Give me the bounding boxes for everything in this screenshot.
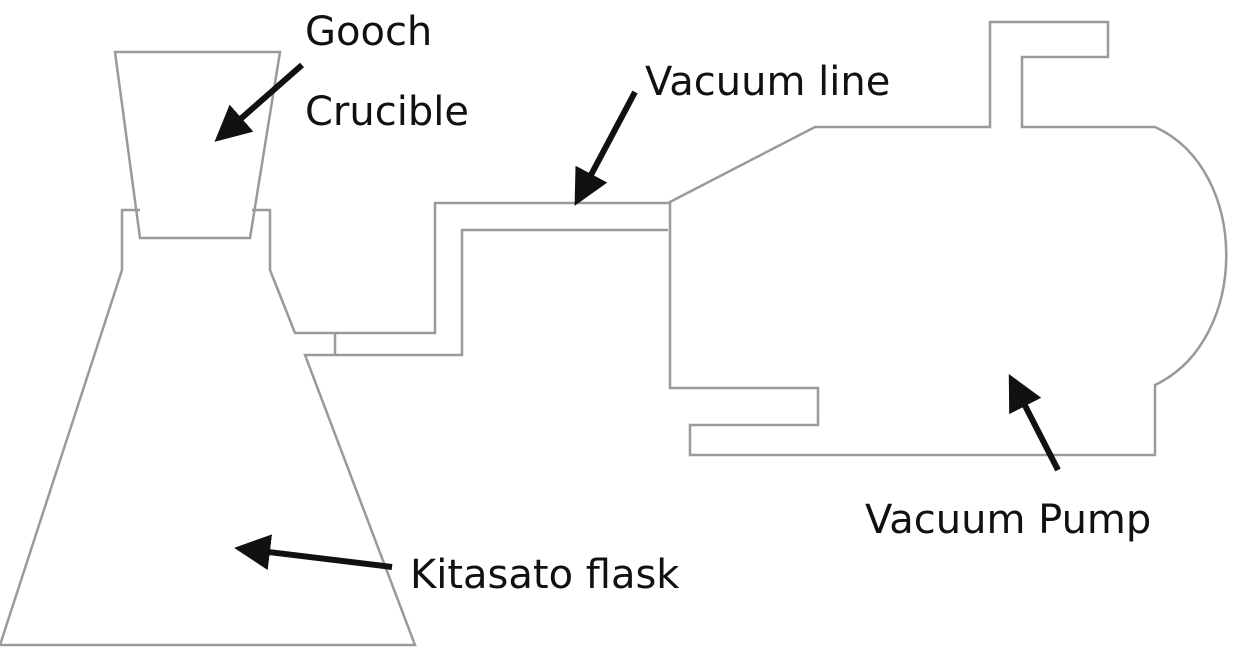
kitasato-flask [0,208,417,647]
flask-arrow [234,534,393,571]
vacuum-pump-arrow [1008,373,1061,472]
vacuum-pump [667,20,1228,457]
vacuum-line-label: Vacuum line [645,59,891,105]
gooch-crucible [113,50,282,240]
crucible-label: Crucible [305,89,469,135]
crucible-arrow [214,62,304,142]
vacuum-line [335,201,668,357]
kitasato-flask-label: Kitasato flask [410,552,680,598]
vacuum-pump-label: Vacuum Pump [865,497,1152,543]
vacuum-line-arrow [574,90,638,206]
gooch-label: Gooch [305,9,433,55]
